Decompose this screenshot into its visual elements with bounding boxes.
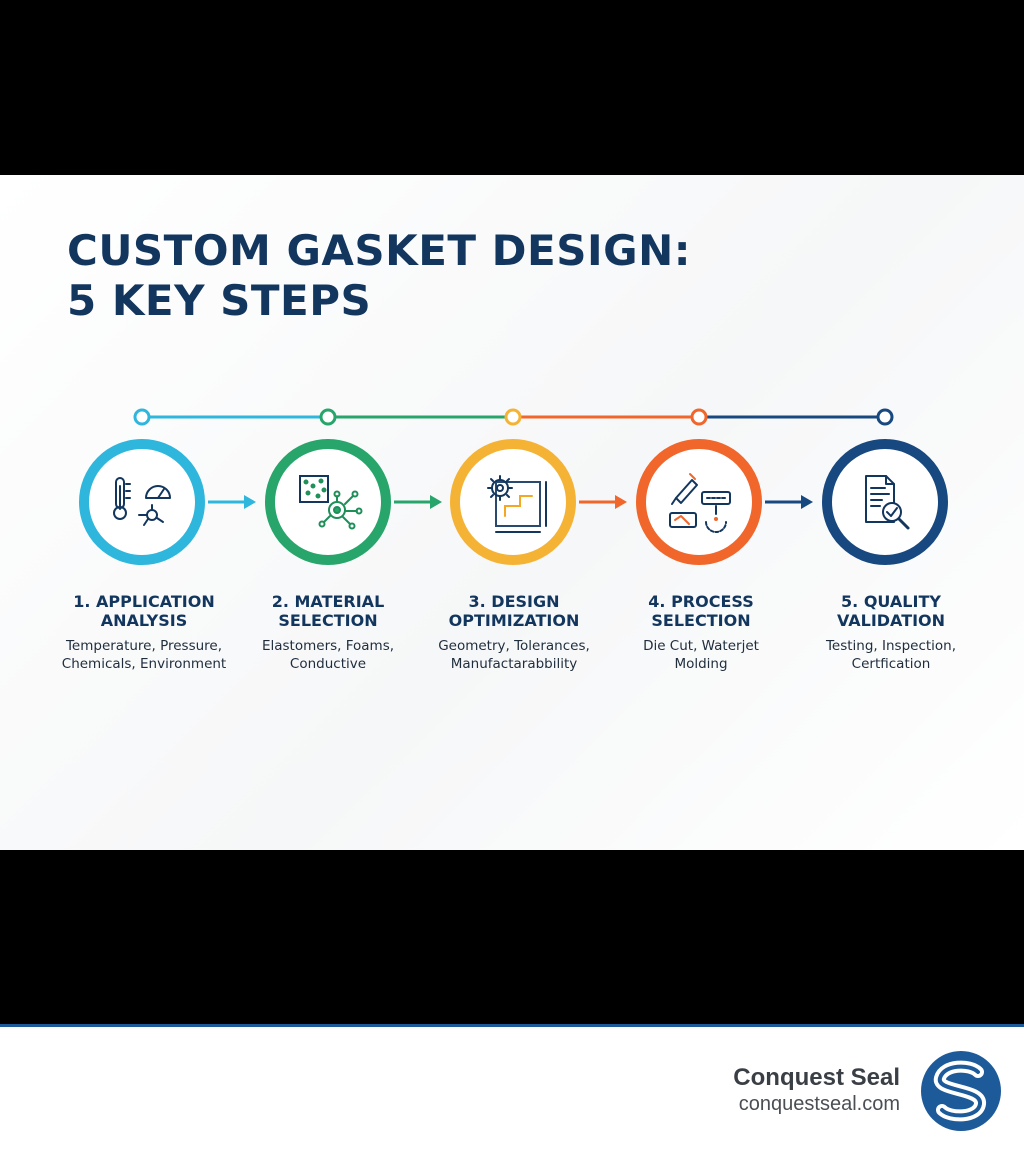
timeline-node-5 — [876, 408, 894, 426]
step-2-title: 2. MATERIAL SELECTION — [271, 592, 385, 630]
step-2-description: Elastomers, Foams, Conductive — [261, 638, 395, 672]
step-5-circle — [822, 439, 948, 565]
step-5: 5. QUALITY VALIDATION Testing, Inspectio… — [801, 592, 981, 673]
timeline-node-4 — [690, 408, 708, 426]
process-diagram — [79, 408, 948, 565]
step-1-title: 1. APPLICATION ANALYSIS — [73, 592, 215, 630]
arrow-4-to-5 — [765, 495, 813, 509]
cutting-tools-icon — [669, 473, 731, 533]
step-3-title: 3. DESIGN OPTIMIZATION — [448, 592, 580, 630]
step-4-title: 4. PROCESS SELECTION — [648, 592, 754, 630]
step-4-circle — [636, 439, 762, 565]
arrow-2-to-3 — [394, 495, 442, 509]
timeline-node-2 — [319, 408, 337, 426]
title-line-2: 5 KEY STEPS — [67, 276, 372, 325]
step-4: 4. PROCESS SELECTION Die Cut, Waterjet M… — [611, 592, 791, 673]
material-network-icon — [299, 475, 363, 530]
document-magnifier-icon — [865, 475, 910, 530]
top-black-band — [0, 0, 1024, 175]
timeline-node-3 — [504, 408, 522, 426]
title-line-1: CUSTOM GASKET DESIGN: — [67, 226, 692, 275]
arrow-1-to-2 — [208, 495, 256, 509]
page-title: CUSTOM GASKET DESIGN: 5 KEY STEPS — [67, 226, 691, 326]
step-3: 3. DESIGN OPTIMIZATION Geometry, Toleran… — [424, 592, 604, 673]
thermometer-gauge-icon — [113, 477, 171, 526]
step-1-description: Temperature, Pressure, Chemicals, Enviro… — [61, 638, 227, 672]
step-1-circle — [79, 439, 205, 565]
brand-block: Conquest Seal conquestseal.com — [733, 1064, 900, 1116]
step-3-circle — [450, 439, 576, 565]
brand-name: Conquest Seal — [733, 1064, 900, 1091]
step-5-title: 5. QUALITY VALIDATION — [836, 592, 946, 630]
bottom-black-band — [0, 850, 1024, 1024]
brand-url: conquestseal.com — [738, 1093, 900, 1115]
step-3-description: Geometry, Tolerances, Manufactarabbility — [438, 638, 590, 672]
footer-rule — [0, 1024, 1024, 1027]
step-4-description: Die Cut, Waterjet Molding — [643, 638, 759, 672]
conquest-seal-logo-icon — [921, 1051, 1001, 1131]
step-2: 2. MATERIAL SELECTION Elastomers, Foams,… — [238, 592, 418, 673]
step-5-description: Testing, Inspection, Certfication — [825, 638, 957, 672]
arrow-3-to-4 — [579, 495, 627, 509]
footer — [0, 1027, 1024, 1154]
step-1: 1. APPLICATION ANALYSIS Temperature, Pre… — [54, 592, 234, 673]
gear-blueprint-icon — [487, 475, 547, 533]
timeline-node-1 — [133, 408, 151, 426]
